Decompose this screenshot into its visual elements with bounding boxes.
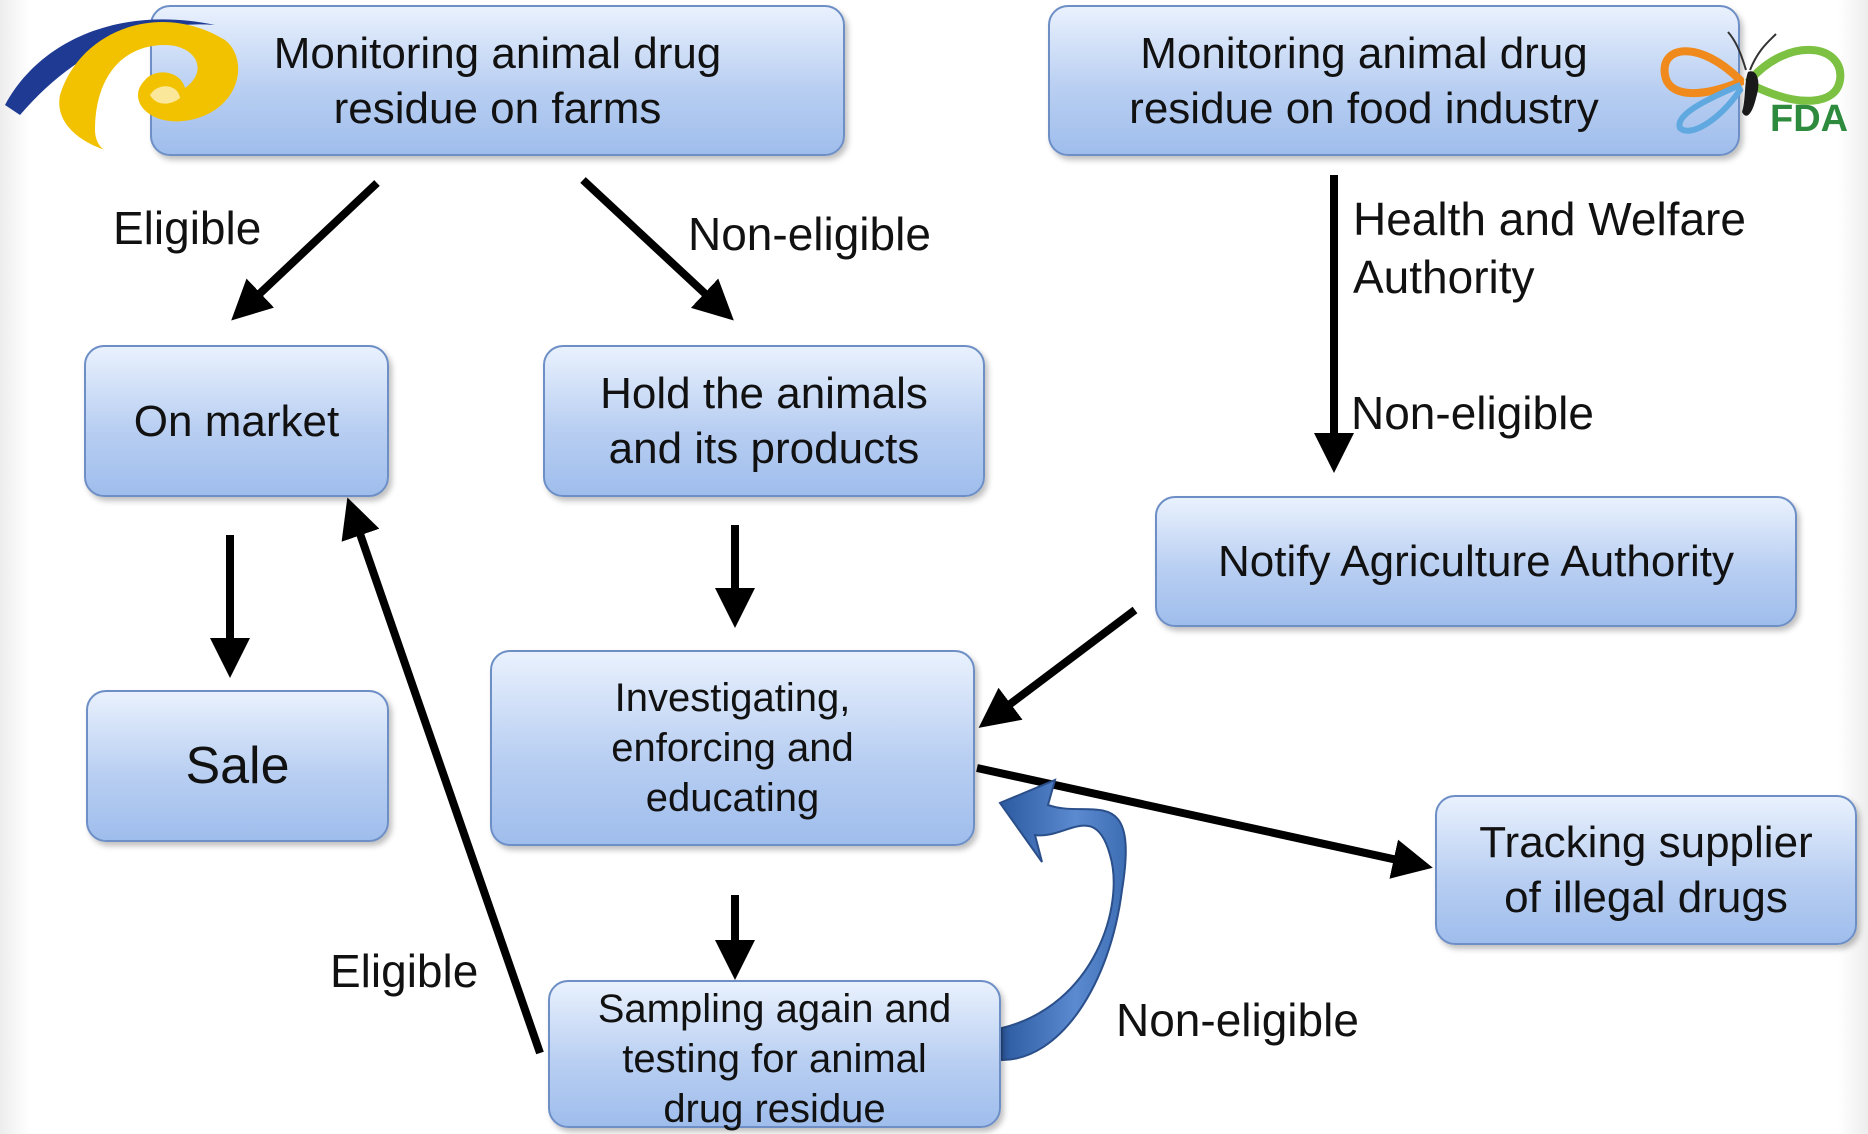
arrow-sampling-to-on-market bbox=[341, 497, 544, 1055]
node-sale: Sale bbox=[86, 690, 389, 842]
node-investigating-label: Investigating, enforcing and educating bbox=[611, 676, 854, 820]
label-health-welfare: Health and Welfare Authority bbox=[1353, 193, 1746, 303]
node-sampling-again: Sampling again and testing for animal dr… bbox=[548, 980, 1001, 1131]
node-hold-animals: Hold the animals and its products bbox=[543, 345, 985, 497]
fda-logo-text: FDA bbox=[1770, 98, 1849, 140]
node-on-market: On market bbox=[84, 345, 389, 497]
arrow-farms-to-hold bbox=[580, 177, 734, 321]
node-investigating: Investigating, enforcing and educating bbox=[490, 650, 975, 846]
arrow-farms-to-on-market bbox=[231, 180, 380, 321]
label-eligible-top: Eligible bbox=[113, 202, 262, 254]
arrow-notify-to-investigating bbox=[978, 606, 1138, 728]
node-on-market-label: On market bbox=[133, 396, 340, 446]
node-monitoring-food-industry-label: Monitoring animal drug residue on food i… bbox=[1129, 28, 1599, 133]
label-non-eligible-right: Non-eligible bbox=[1351, 387, 1594, 439]
node-notify-agriculture-label: Notify Agriculture Authority bbox=[1217, 537, 1734, 586]
fda-logo: FDA bbox=[1650, 20, 1865, 140]
node-hold-animals-label: Hold the animals and its products bbox=[600, 369, 928, 473]
node-tracking-supplier-label: Tracking supplier of illegal drugs bbox=[1479, 818, 1813, 922]
node-monitoring-food-industry: Monitoring animal drug residue on food i… bbox=[1048, 5, 1740, 156]
node-monitoring-farms: Monitoring animal drug residue on farms bbox=[150, 5, 845, 156]
node-sale-label: Sale bbox=[185, 736, 290, 795]
node-notify-agriculture: Notify Agriculture Authority bbox=[1155, 496, 1797, 627]
node-tracking-supplier: Tracking supplier of illegal drugs bbox=[1435, 795, 1857, 945]
agency-swoosh-logo bbox=[5, 19, 239, 151]
node-sampling-again-label: Sampling again and testing for animal dr… bbox=[597, 987, 952, 1131]
loop-arrow-non-eligible bbox=[998, 778, 1127, 1062]
label-eligible-bottom: Eligible bbox=[330, 945, 479, 997]
label-non-eligible-bottom: Non-eligible bbox=[1116, 994, 1359, 1046]
butterfly-icon bbox=[1660, 31, 1845, 134]
node-monitoring-farms-label: Monitoring animal drug residue on farms bbox=[273, 28, 722, 133]
label-non-eligible-top: Non-eligible bbox=[688, 208, 931, 260]
